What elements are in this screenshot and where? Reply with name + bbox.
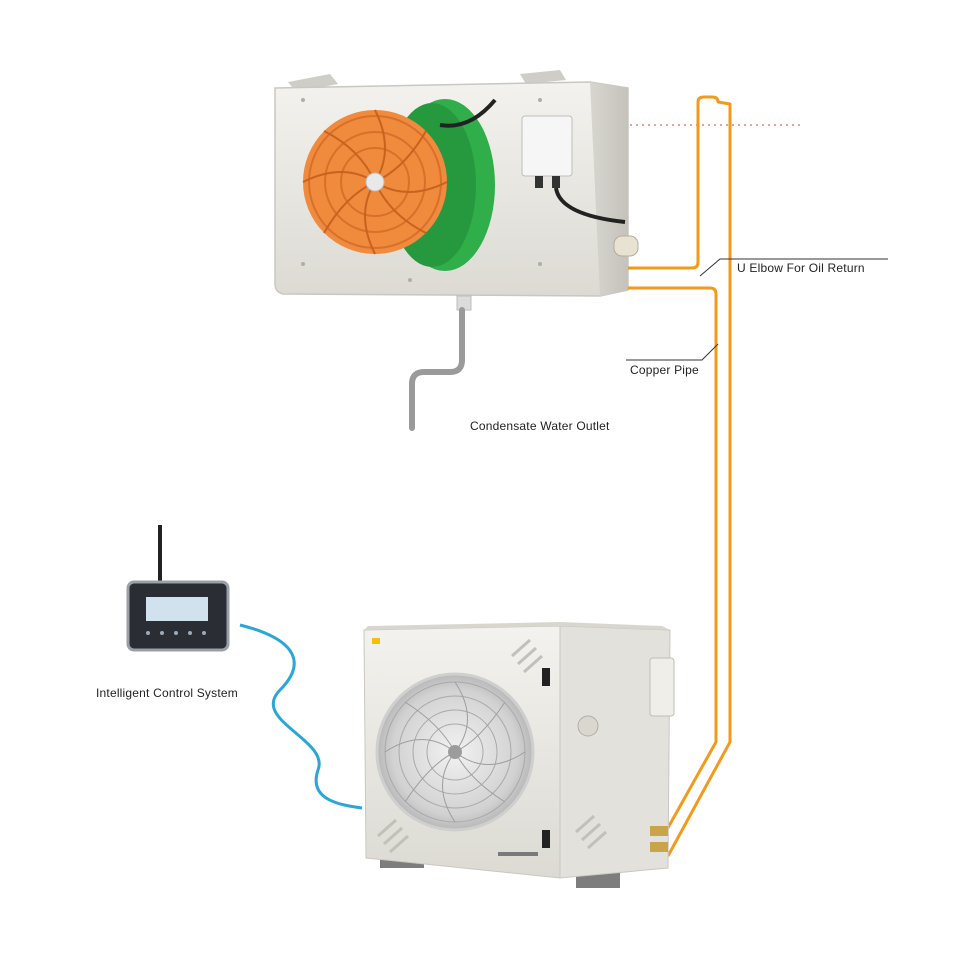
controller-lcd xyxy=(146,597,208,621)
casing-screws xyxy=(301,98,542,282)
suction-pipe xyxy=(628,95,732,857)
junction-box-icon xyxy=(521,115,573,188)
panel-latch-bottom xyxy=(542,830,550,848)
brand-plate xyxy=(498,852,538,856)
unit-side-panel xyxy=(559,625,671,879)
condensate-drain-pipe xyxy=(409,307,465,431)
copper-pipe-leader xyxy=(626,343,719,361)
u-elbow-leader xyxy=(699,258,888,277)
condensate-label: Condensate Water Outlet xyxy=(470,419,610,433)
control-system-label: Intelligent Control System xyxy=(96,686,238,700)
liquid-pipe xyxy=(628,286,718,843)
wifi-antenna-icon xyxy=(158,525,162,585)
unit-vents xyxy=(377,638,607,854)
pipe-fitting xyxy=(613,235,639,257)
condenser-fan-icon xyxy=(375,672,535,832)
controller-buttons xyxy=(146,631,206,635)
panel-latch-top xyxy=(542,668,550,686)
service-valves xyxy=(650,826,668,852)
service-port xyxy=(577,715,599,737)
u-elbow-label: U Elbow For Oil Return xyxy=(737,261,865,275)
warning-sticker xyxy=(372,638,380,644)
side-electrical-box xyxy=(649,657,675,717)
junction-cable xyxy=(554,187,626,224)
copper-pipes xyxy=(628,95,732,857)
fan-icon xyxy=(302,109,448,255)
mounting-bracket-right xyxy=(520,70,566,84)
evaporator-unit xyxy=(274,70,639,311)
controller-device xyxy=(126,525,230,652)
leader-lines xyxy=(626,258,888,361)
copper-pipe-label: Copper Pipe xyxy=(630,363,699,377)
condensing-unit xyxy=(363,622,675,888)
power-cable xyxy=(439,98,497,128)
unit-top-edge xyxy=(364,622,670,630)
control-cable xyxy=(239,623,363,810)
